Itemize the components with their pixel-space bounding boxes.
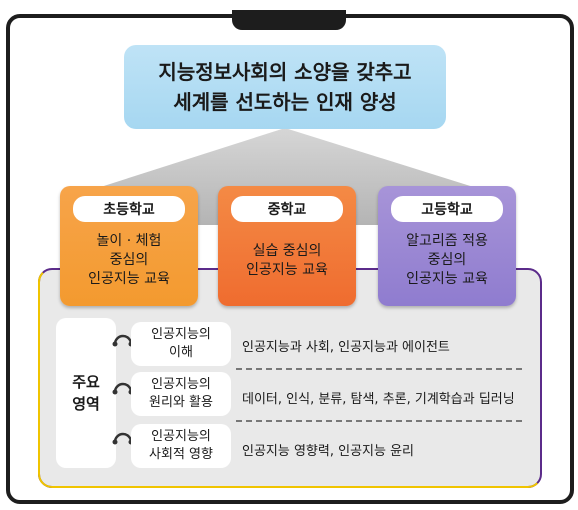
dashed-divider: [236, 420, 522, 422]
school-high: 고등학교 알고리즘 적용 중심의 인공지능 교육: [378, 186, 516, 306]
main-areas-line-2: 영역: [72, 395, 100, 413]
goal-box: 지능정보사회의 소양을 갖추고 세계를 선도하는 인재 양성: [124, 45, 446, 129]
school-middle: 중학교 실습 중심의 인공지능 교육: [218, 186, 356, 306]
area-content-principles: 데이터, 인식, 분류, 탐색, 추론, 기계학습과 딥러닝: [242, 392, 515, 407]
school-label: 중학교: [231, 196, 343, 222]
school-label: 고등학교: [391, 196, 503, 222]
goal-line-1: 지능정보사회의 소양을 갖추고: [158, 60, 412, 84]
main-areas-label: 주요 영역: [56, 318, 116, 468]
area-name-principles: 인공지능의 원리와 활용: [131, 372, 231, 416]
area-name-understanding: 인공지능의 이해: [131, 322, 231, 366]
school-desc: 실습 중심의 인공지능 교육: [246, 243, 328, 278]
main-areas-line-1: 주요: [72, 373, 100, 391]
frame-notch: [232, 10, 346, 30]
school-label: 초등학교: [73, 196, 185, 222]
area-name-social-impact: 인공지능의 사회적 영향: [131, 424, 231, 468]
school-desc: 알고리즘 적용 중심의 인공지능 교육: [406, 233, 488, 287]
school-desc: 놀이 · 체험 중심의 인공지능 교육: [88, 233, 170, 287]
goal-line-2: 세계를 선도하는 인재 양성: [173, 90, 397, 114]
dashed-divider: [236, 368, 522, 370]
school-elementary: 초등학교 놀이 · 체험 중심의 인공지능 교육: [60, 186, 198, 306]
area-content-understanding: 인공지능과 사회, 인공지능과 에이전트: [242, 340, 450, 355]
area-content-social-impact: 인공지능 영향력, 인공지능 윤리: [242, 444, 415, 459]
